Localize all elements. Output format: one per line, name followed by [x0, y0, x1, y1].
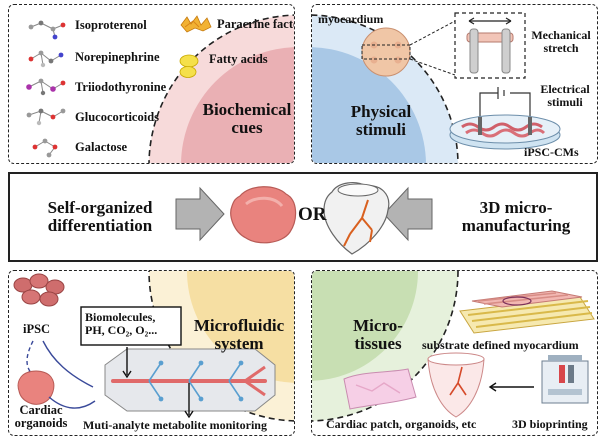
bioprinter-icon — [541, 355, 589, 404]
molecule-icon-norepinephrine — [28, 50, 64, 68]
blue-quadrant-inner — [312, 47, 426, 163]
cardiac-organoid-small-icon — [17, 370, 55, 405]
myocardium-tissue-icon — [361, 27, 411, 77]
molecule-icon-isoproterenol — [28, 20, 66, 40]
biochemical-cues-panel: Isoproterenol Norepinephrine Triiodothyr… — [8, 4, 295, 164]
molecule-label-isoproterenol: Isoproterenol — [75, 18, 147, 32]
mechanical-stretch-device — [454, 12, 526, 79]
microfluidic-chip-icon — [104, 348, 276, 412]
micro-tissues-panel: Micro-tissues substrate defined myocardi… — [311, 270, 598, 436]
biomolecules-box — [80, 306, 182, 346]
pink-quadrant-inner — [181, 47, 294, 163]
ipsc-cells-icon — [13, 273, 65, 307]
factor-label-fatty-acids: Fatty acids — [209, 52, 268, 66]
or-label: OR — [298, 204, 327, 225]
molecule-label-galactose: Galactose — [75, 140, 128, 154]
micro-tissues-title: Micro-tissues — [353, 316, 403, 353]
bioprinted-heart-icon — [427, 352, 485, 418]
paracrine-factors-icon — [180, 15, 212, 33]
bioprinting-label: 3D bioprinting — [512, 417, 588, 431]
molecule-label-triiodothyronine: Triiodothyronine — [75, 80, 167, 94]
myocardium-label: myocardium — [318, 12, 384, 26]
micro-manufacturing-label: 3D micro-manufacturing — [461, 198, 571, 235]
cardiac-patch-label: Cardiac patch, organoids, etc — [326, 417, 477, 431]
cardiac-patch-icon — [343, 368, 417, 410]
microfluidic-panel-graphics — [13, 271, 294, 422]
molecule-icon-triiodothyronine — [26, 78, 66, 96]
substrate-label: substrate defined myocardium — [422, 338, 579, 352]
micro-tissues-panel-graphics — [312, 271, 595, 422]
molecule-icon-glucocorticoids — [26, 108, 66, 126]
substrate-scaffold-icon — [459, 290, 595, 334]
molecule-label-norepinephrine: Norepinephrine — [75, 50, 160, 64]
molecule-icon-galactose — [32, 138, 58, 158]
green-quadrant-inner — [312, 271, 418, 381]
petri-dish-icon — [449, 114, 561, 150]
factor-label-paracrine: Paracrine factors — [217, 17, 294, 31]
physical-panel-graphics — [312, 12, 561, 163]
biochemical-panel-graphics — [26, 14, 294, 163]
yellow-quadrant-inner — [187, 271, 294, 383]
ipsc-cms-label: iPSC-CMs — [524, 145, 579, 159]
middle-banner — [8, 172, 598, 262]
fatty-acids-icon — [179, 54, 199, 78]
biomolecules-text: Biomolecules,PH, CO₂, O₂... — [85, 310, 158, 337]
monitoring-label: Muti-analyte metabolite monitoring — [83, 418, 267, 432]
ipsc-label: iPSC — [23, 322, 51, 336]
molecule-label-glucocorticoids: Glucocorticoids — [75, 110, 160, 124]
electrical-stimulation-circuit — [479, 87, 531, 123]
